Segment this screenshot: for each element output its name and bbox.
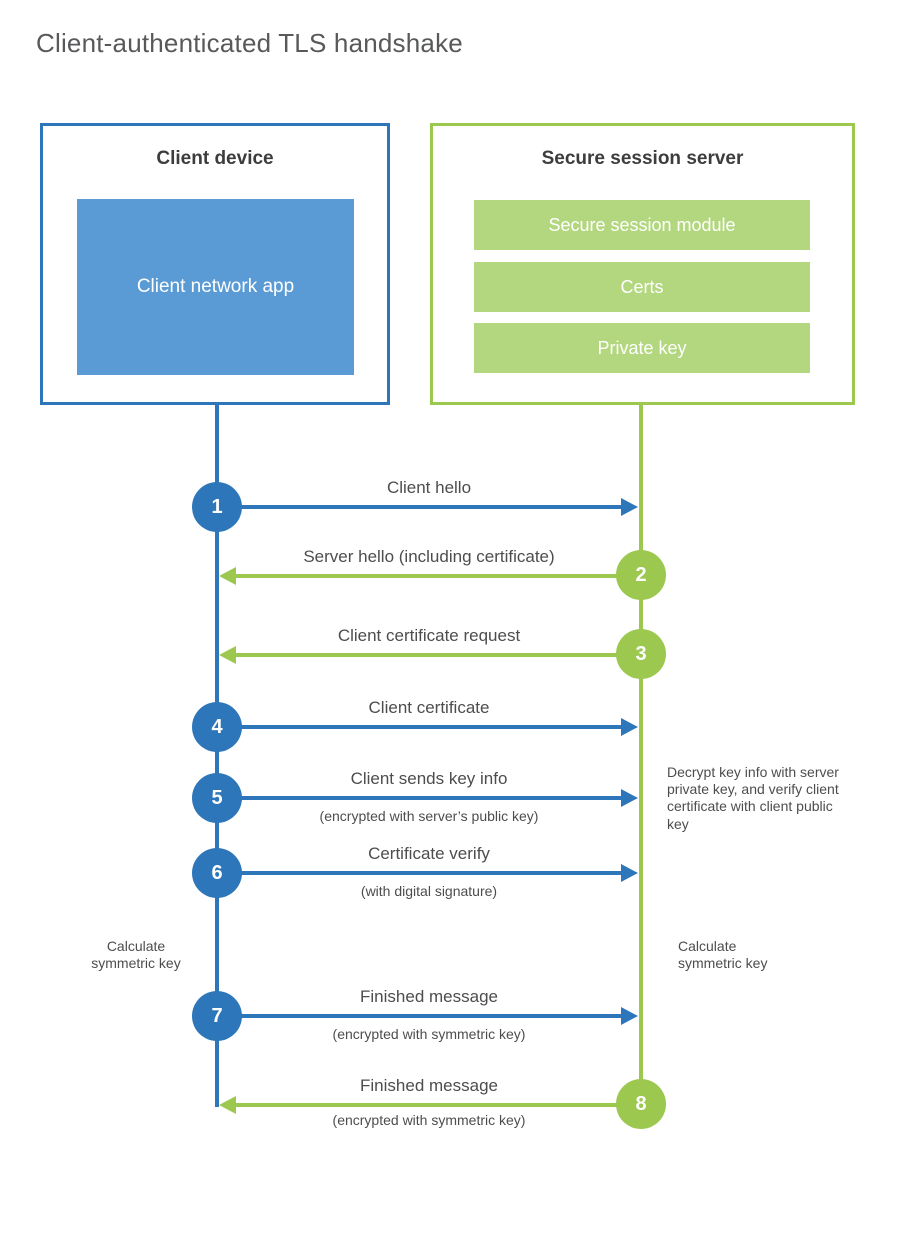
arrowhead-right-icon [621,498,638,516]
step-7-circle: 7 [192,991,242,1041]
client-network-app-block: Client network app [77,199,354,375]
step-2-label: Server hello (including certificate) [303,547,555,566]
step-1-arrow [217,505,623,509]
step-5-sublabel: (encrypted with server’s public key) [319,808,539,824]
secure-session-server-box: Secure session server Secure session mod… [430,123,855,405]
step-3-label: Client certificate request [337,626,521,645]
arrowhead-right-icon [621,1007,638,1025]
client-network-app-label: Client network app [136,275,295,297]
arrowhead-left-icon [219,1096,236,1114]
step-6-arrow [217,871,623,875]
arrowhead-left-icon [219,646,236,664]
step-5-circle: 5 [192,773,242,823]
server-module-secure-session: Secure session module [474,200,810,250]
step-3-number: 3 [635,642,647,665]
step-3-arrow [234,653,641,657]
step-8-label: Finished message [360,1076,498,1095]
step-8-number: 8 [635,1092,647,1115]
page-title: Client-authenticated TLS handshake [36,28,463,58]
step-1-circle: 1 [192,482,242,532]
step-3-circle: 3 [616,629,666,679]
step-2-arrow [234,574,641,578]
calculate-symmetric-key-server: Calculate symmetric key [678,938,768,972]
step-4-number: 4 [211,715,223,738]
step-8-arrow [234,1103,641,1107]
step-6-label: Certificate verify [368,844,490,863]
step-7-sublabel: (encrypted with symmetric key) [332,1026,526,1042]
step-4-arrow [217,725,623,729]
arrowhead-left-icon [219,567,236,585]
secure-session-server-title: Secure session server [541,148,744,169]
step-8-circle: 8 [616,1079,666,1129]
calculate-symmetric-key-client: Calculate symmetric key [91,938,181,972]
arrowhead-right-icon [621,718,638,736]
client-device-title: Client device [156,148,274,169]
step-5-arrow [217,796,623,800]
server-module-certs: Certs [474,262,810,312]
step-1-label: Client hello [386,478,472,497]
server-module-private-key: Private key [474,323,810,373]
step-6-circle: 6 [192,848,242,898]
step-7-arrow [217,1014,623,1018]
step-4-circle: 4 [192,702,242,752]
arrowhead-right-icon [621,789,638,807]
step-6-sublabel: (with digital signature) [360,883,498,899]
step-8-sublabel: (encrypted with symmetric key) [332,1112,526,1128]
step-7-number: 7 [211,1004,223,1027]
step-6-number: 6 [211,861,223,884]
step-5-label: Client sends key info [350,769,508,788]
client-device-box: Client device Client network app [40,123,390,405]
step-2-circle: 2 [616,550,666,600]
server-lifeline [639,404,643,1104]
arrowhead-right-icon [621,864,638,882]
step-4-label: Client certificate [368,698,490,717]
step-7-label: Finished message [360,987,498,1006]
step-5-number: 5 [211,786,223,809]
step-2-number: 2 [635,563,647,586]
client-lifeline [215,404,219,1107]
decrypt-note: Decrypt key info with server private key… [667,764,839,832]
step-1-number: 1 [211,495,223,518]
